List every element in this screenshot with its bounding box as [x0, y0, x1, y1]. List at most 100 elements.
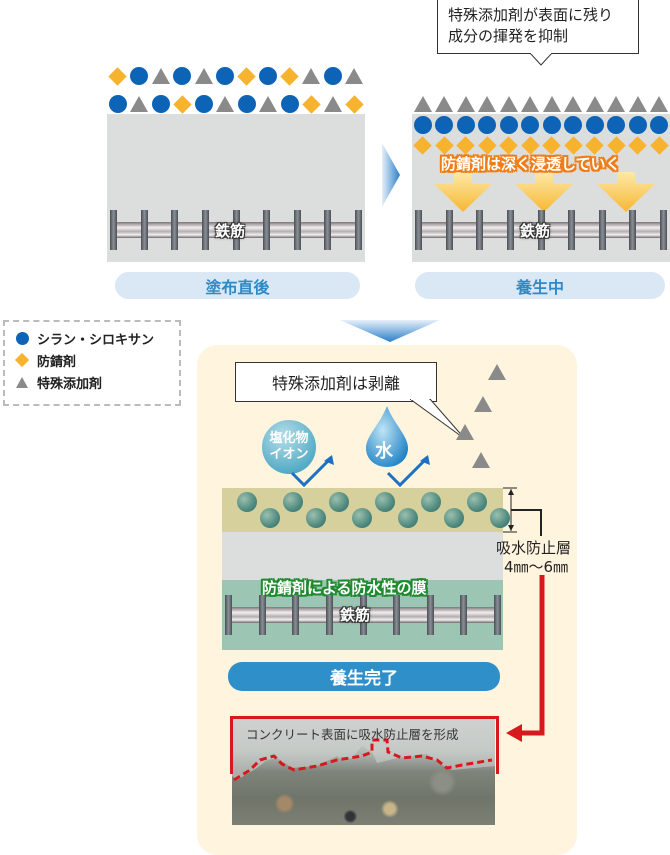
- photo-highlight-frame: [230, 716, 499, 774]
- diamond-icon: [301, 94, 323, 114]
- silane-particle: [421, 492, 441, 512]
- circle-icon: [434, 115, 456, 135]
- rebar-rib: [141, 210, 148, 250]
- rebar-label-complete: 鉄筋: [340, 604, 370, 625]
- rebar-rib: [324, 210, 331, 250]
- shape-row-top: [107, 66, 365, 86]
- callout-peel: 特殊添加剤は剥離: [235, 362, 437, 402]
- diamond-icon: [520, 135, 542, 155]
- diamond-icon: [434, 135, 456, 155]
- bounce-arrow-water: [386, 455, 432, 491]
- circle-icon: [541, 115, 563, 135]
- triangle-icon: [455, 94, 477, 114]
- concrete-middle: [222, 532, 503, 580]
- additive-row: [412, 94, 670, 114]
- rebar-rib: [171, 210, 178, 250]
- diamond-icon: [627, 135, 649, 155]
- rebar-rib: [476, 210, 483, 250]
- circle-icon: [258, 66, 280, 86]
- down-arrow-1: [434, 172, 492, 212]
- silane-particle: [398, 508, 418, 528]
- rebar-rib: [415, 210, 422, 250]
- silane-particle: [329, 492, 349, 512]
- circle-icon: [412, 115, 434, 135]
- triangle-icon: [498, 94, 520, 114]
- triangle-icon: [563, 94, 585, 114]
- shape-row-bottom: [107, 94, 365, 114]
- triangle-icon: [649, 94, 670, 114]
- additive-peel-2: [474, 396, 492, 412]
- triangle-icon: [344, 66, 366, 86]
- circle-icon: [477, 115, 499, 135]
- silane-particle: [352, 508, 372, 528]
- rebar-rib: [355, 210, 362, 250]
- circle-icon: [455, 115, 477, 135]
- legend-label-inhibitor: 防錆剤: [37, 351, 76, 370]
- down-arrow-2: [515, 172, 573, 212]
- silane-particle: [375, 492, 395, 512]
- triangle-icon: [606, 94, 628, 114]
- inhibitor-row: [412, 135, 670, 155]
- stage-label-complete: 養生完了: [228, 662, 500, 691]
- silane-particle: [306, 508, 326, 528]
- rebar-rib: [446, 210, 453, 250]
- triangle-icon: [258, 94, 280, 114]
- callout-curing-line1: 特殊添加剤が表面に残り: [448, 5, 638, 26]
- silane-particle: [260, 508, 280, 528]
- rebar-rib: [629, 210, 636, 250]
- stage-label-curing-text: 養生中: [516, 274, 564, 298]
- circle-icon: [498, 115, 520, 135]
- rebar-rib: [225, 595, 232, 635]
- diamond-icon: [649, 135, 670, 155]
- layer-dimension-bracket: [503, 486, 547, 536]
- diamond-icon: [15, 353, 29, 367]
- rebar-label-before: 鉄筋: [215, 220, 245, 241]
- triangle-icon: [129, 94, 151, 114]
- down-arrow-icon: [340, 320, 440, 343]
- triangle-icon: [322, 94, 344, 114]
- rebar-rib: [568, 210, 575, 250]
- triangle-icon: [412, 94, 434, 114]
- circle-icon: [563, 115, 585, 135]
- additive-peel-1: [488, 364, 506, 380]
- diamond-icon: [412, 135, 434, 155]
- stage-label-complete-text: 養生完了: [330, 664, 398, 689]
- triangle-icon: [150, 66, 172, 86]
- silane-particle: [283, 492, 303, 512]
- rebar-rib: [294, 210, 301, 250]
- penetration-text: 防錆剤は深く浸透していく: [441, 153, 621, 174]
- silane-particle: [444, 508, 464, 528]
- diamond-icon: [541, 135, 563, 155]
- rebar-rib: [507, 210, 514, 250]
- stage-label-before-text: 塗布直後: [205, 274, 269, 298]
- circle-icon: [322, 66, 344, 86]
- triangle-icon: [520, 94, 542, 114]
- legend-item-silane: シラン・シロキサン: [13, 327, 179, 349]
- diamond-icon: [477, 135, 499, 155]
- rebar-rib: [427, 595, 434, 635]
- rebar-rib: [460, 595, 467, 635]
- legend-label-additive: 特殊添加剤: [37, 373, 102, 392]
- circle-icon: [129, 66, 151, 86]
- layer-label-name: 吸水防止層: [496, 539, 571, 558]
- diamond-icon: [107, 66, 129, 86]
- circle-icon: [520, 115, 542, 135]
- triangle-icon: [627, 94, 649, 114]
- callout-tail: [530, 53, 554, 67]
- circle-icon: [215, 66, 237, 86]
- circle-icon: [627, 115, 649, 135]
- triangle-icon: [434, 94, 456, 114]
- circle-icon: [236, 94, 258, 114]
- triangle-icon: [584, 94, 606, 114]
- diamond-icon: [455, 135, 477, 155]
- circle-icon: [172, 66, 194, 86]
- circle-icon: [193, 94, 215, 114]
- diamond-icon: [498, 135, 520, 155]
- rebar-rib: [393, 595, 400, 635]
- circle-icon: [150, 94, 172, 114]
- rebar-rib: [263, 210, 270, 250]
- rebar-rib: [660, 210, 667, 250]
- callout-peel-text: 特殊添加剤は剥離: [272, 370, 400, 394]
- additive-peel-4: [472, 452, 490, 468]
- circle-icon: [649, 115, 670, 135]
